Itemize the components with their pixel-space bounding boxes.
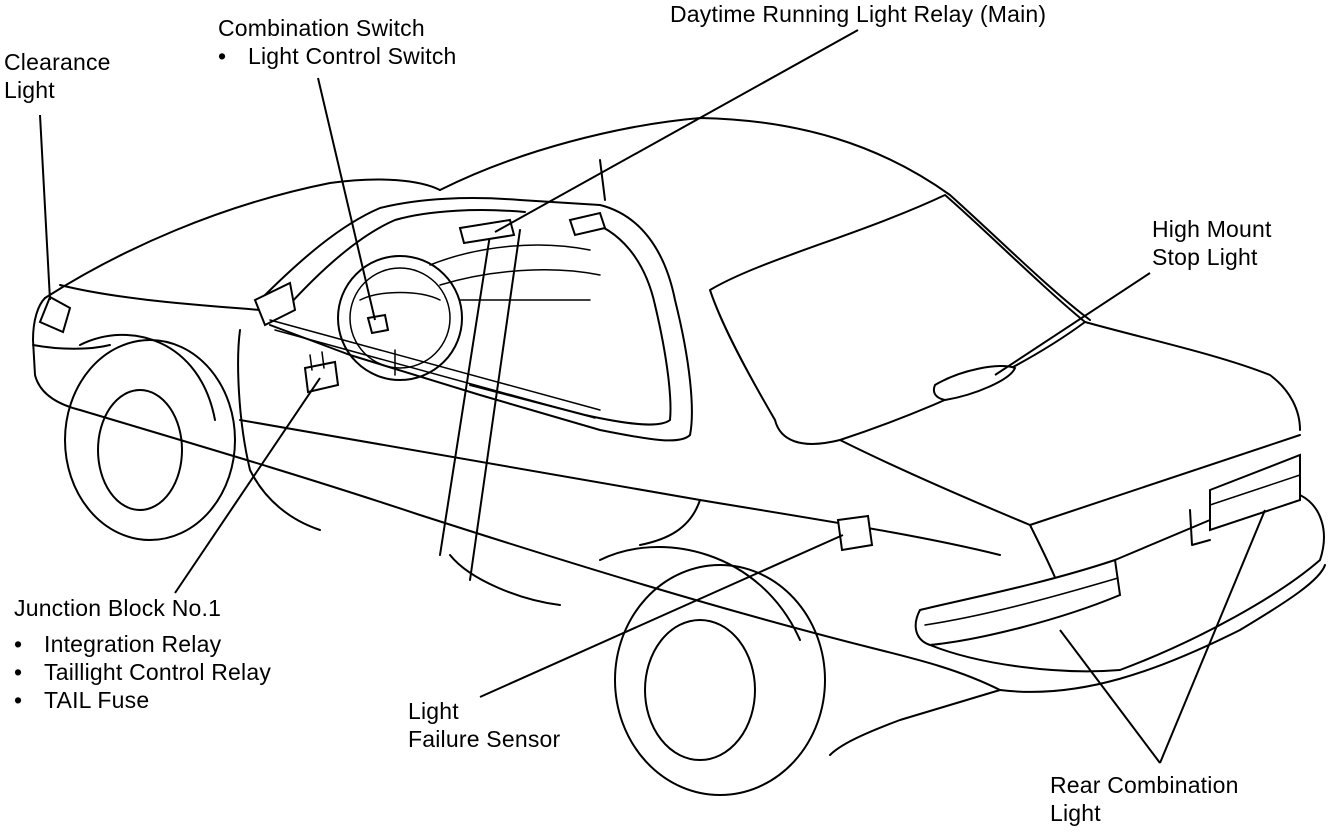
drl-relay-text: Daytime Running Light Relay (Main) [670,1,1047,27]
label-light-failure-sensor: Light Failure Sensor [408,697,560,753]
combination-switch-title: Combination Switch [218,15,425,41]
label-combination-switch: Combination Switch •Light Control Switch [218,14,457,70]
label-junction-block: Junction Block No.1 •Integration Relay •… [14,594,271,714]
clearance-light-line1: Clearance [4,49,111,75]
high-mount-stop-light-lamp [932,365,1017,402]
leader-clearance-light [39,114,51,301]
junction-block-box [303,360,340,394]
light-failure-line2: Failure Sensor [408,726,561,752]
junction-block-item: •Integration Relay [14,631,222,657]
high-mount-line2: Stop Light [1152,244,1258,270]
bullet: • [14,659,23,685]
car-body [32,117,1326,796]
clearance-light-lamp [38,295,72,334]
leader-junction-block [174,377,321,594]
clearance-light-line2: Light [4,77,55,103]
bullet: • [14,631,23,657]
label-clearance-light: Clearance Light [4,48,111,104]
bullet: • [218,43,227,69]
rear-combination-line2: Light [1050,800,1101,826]
junction-block-item: •Taillight Control Relay [14,659,272,685]
light-failure-sensor-box [836,514,874,552]
high-mount-line1: High Mount [1152,216,1272,242]
leader-rear-combination-1 [1059,629,1161,764]
leader-light-failure-sensor [479,534,844,698]
drl-relay-box [458,218,516,245]
junction-block-title: Junction Block No.1 [14,595,222,621]
leader-combination-switch [317,77,376,321]
label-rear-combination-light: Rear Combination Light [1050,771,1239,827]
combination-switch-item: •Light Control Switch [218,43,457,69]
label-drl-relay: Daytime Running Light Relay (Main) [670,0,1046,28]
rear-combination-line1: Rear Combination [1050,772,1239,798]
junction-block-item: •TAIL Fuse [14,687,150,713]
leader-high-mount-stop-light [994,272,1151,376]
leader-lines [39,29,1266,764]
bullet: • [14,687,23,713]
leader-rear-combination-2 [1159,509,1266,764]
light-failure-line1: Light [408,698,459,724]
leader-drl-relay [494,29,859,233]
label-high-mount-stop-light: High Mount Stop Light [1152,215,1272,271]
combination-switch-part [366,313,390,335]
